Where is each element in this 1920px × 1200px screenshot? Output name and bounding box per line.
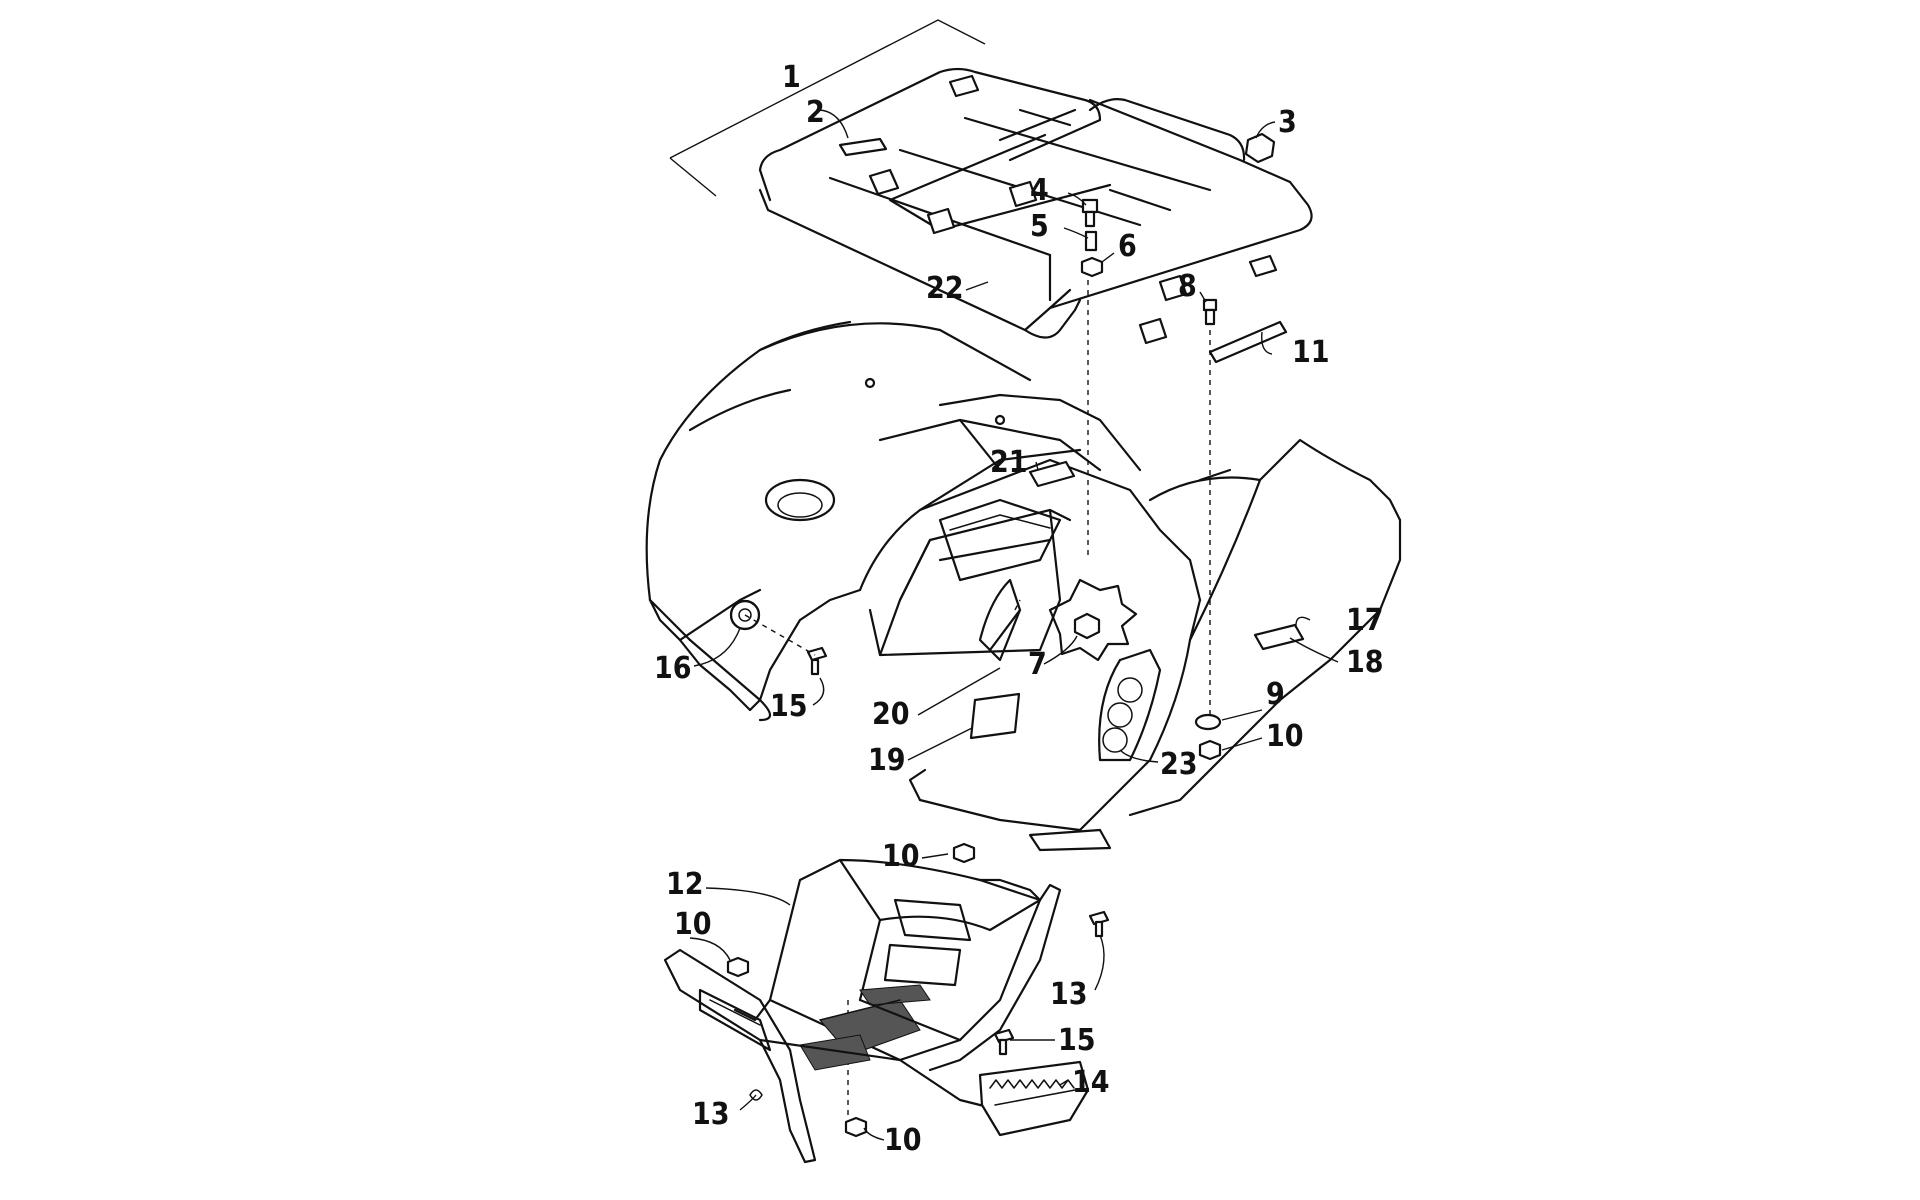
hardware xyxy=(726,132,1276,1138)
callout-6: 6 xyxy=(1118,229,1137,264)
callout-20: 20 xyxy=(872,697,910,732)
callout-21: 21 xyxy=(990,445,1028,480)
callout-17: 17 xyxy=(1346,603,1384,638)
rear-fender xyxy=(645,320,1402,852)
callout-22: 22 xyxy=(926,271,964,306)
assembly-bracket xyxy=(669,19,986,197)
callout-14: 14 xyxy=(1072,1065,1110,1100)
callout-4: 4 xyxy=(1030,173,1049,208)
callout-10b: 10 xyxy=(882,839,920,874)
leader-lines xyxy=(689,109,1339,1141)
callout-10c: 10 xyxy=(674,907,712,942)
callout-13b: 13 xyxy=(692,1097,730,1132)
callout-9: 9 xyxy=(1266,677,1285,712)
callout-7: 7 xyxy=(1028,647,1047,682)
callout-2: 2 xyxy=(806,95,825,130)
callout-15b: 15 xyxy=(1058,1023,1096,1058)
callout-1: 1 xyxy=(782,60,801,95)
callout-16: 16 xyxy=(654,651,692,686)
footrest xyxy=(978,1060,1090,1137)
footwell xyxy=(663,858,1062,1164)
callout-23: 23 xyxy=(1160,747,1198,782)
callout-13a: 13 xyxy=(1050,977,1088,1012)
callout-5: 5 xyxy=(1030,209,1049,244)
rear-rack xyxy=(758,67,1313,364)
callout-labels: 1 2 3 4 5 6 7 8 9 10 10 10 10 11 12 13 1… xyxy=(654,60,1384,1158)
callout-10d: 10 xyxy=(884,1123,922,1158)
callout-19: 19 xyxy=(868,743,906,778)
callout-11: 11 xyxy=(1292,335,1330,370)
callout-15a: 15 xyxy=(770,689,808,724)
callout-8: 8 xyxy=(1178,269,1197,304)
callout-10a: 10 xyxy=(1266,719,1304,754)
callout-12: 12 xyxy=(666,867,704,902)
callout-18: 18 xyxy=(1346,645,1384,680)
callout-3: 3 xyxy=(1278,105,1297,140)
